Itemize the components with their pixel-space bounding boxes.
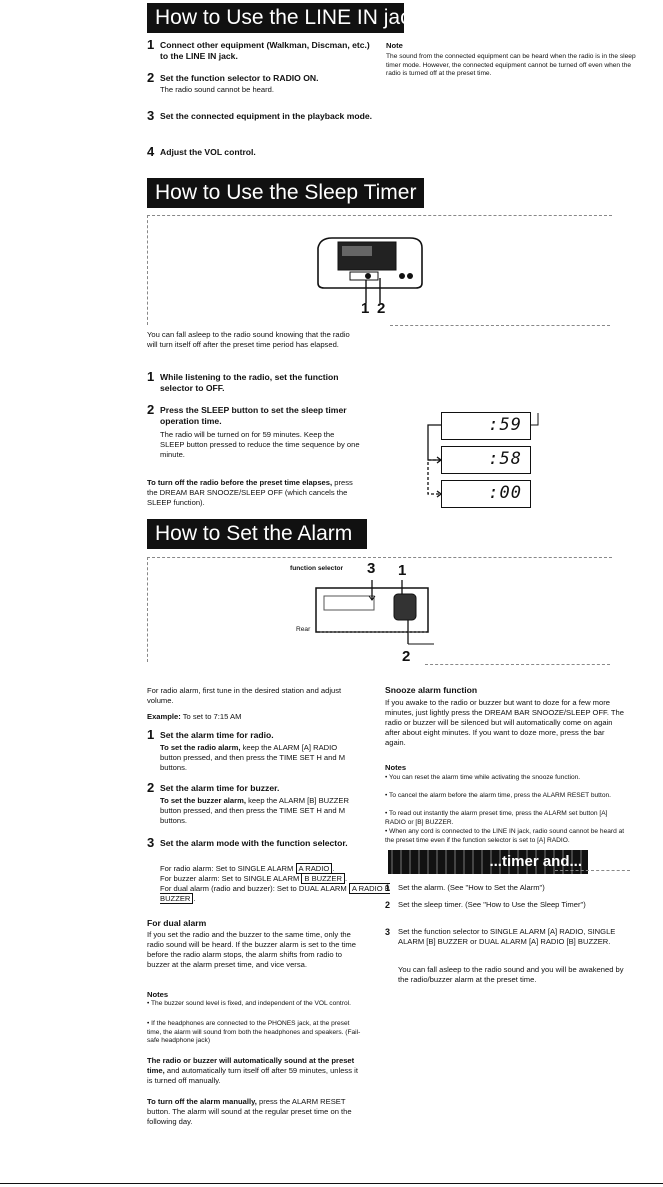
dual-alarm-text: If you set the radio and the buzzer to t… bbox=[147, 930, 356, 969]
line-in-note-title: Note bbox=[386, 41, 403, 50]
callout-1: 1 bbox=[398, 562, 407, 579]
sleep-intro: You can fall asleep to the radio sound k… bbox=[147, 330, 350, 349]
callout-3: 3 bbox=[367, 560, 376, 577]
alarm-notes-title: Notes bbox=[147, 990, 169, 999]
divider bbox=[425, 664, 610, 665]
snooze-note: • When any cord is connected to the LINE… bbox=[385, 828, 625, 844]
combined-heading: ...timer and... bbox=[388, 850, 588, 874]
function-selector-label: function selector bbox=[290, 565, 344, 572]
radio-rear-illustration bbox=[315, 580, 434, 645]
lcd-display: :59 bbox=[441, 412, 531, 440]
snooze-note: • To read out instantly the alarm preset… bbox=[385, 810, 608, 826]
snooze-text: If you awake to the radio or buzzer but … bbox=[385, 698, 625, 747]
radio-front-illustration bbox=[317, 237, 423, 303]
rear-label: Rear bbox=[296, 626, 311, 633]
sequence-arrows bbox=[427, 413, 539, 498]
alarm-note: • The buzzer sound level is fixed, and i… bbox=[147, 1000, 351, 1007]
divider bbox=[147, 557, 612, 558]
sleep-heading: How to Use the Sleep Timer bbox=[147, 178, 424, 208]
manual-off-text: To turn off the alarm manually, press th… bbox=[147, 1097, 352, 1126]
auto-off-text: The radio or buzzer will automatically s… bbox=[147, 1056, 358, 1085]
page-bottom-rule bbox=[0, 1183, 663, 1184]
alarm-heading: How to Set the Alarm bbox=[147, 519, 367, 549]
alarm-intro: For radio alarm, first tune in the desir… bbox=[147, 686, 342, 705]
combined-closing: You can fall asleep to the radio sound a… bbox=[398, 965, 624, 984]
alarm-example: Example: To set to 7:15 AM bbox=[147, 712, 242, 721]
line-in-heading: How to Use the LINE IN jack bbox=[147, 3, 421, 33]
divider bbox=[147, 215, 148, 325]
alarm-note: • If the headphones are connected to the… bbox=[147, 1020, 361, 1044]
snooze-notes-title: Notes bbox=[385, 763, 407, 772]
divider bbox=[147, 215, 612, 216]
line-in-note-text: The sound from the connected equipment c… bbox=[386, 53, 636, 77]
callout-2: 2 bbox=[402, 648, 411, 665]
sleep-turnoff: To turn off the radio before the preset … bbox=[147, 478, 353, 507]
snooze-title: Snooze alarm function bbox=[385, 685, 478, 695]
divider bbox=[147, 557, 148, 662]
callout-1: 1 bbox=[361, 300, 370, 317]
dual-alarm-title: For dual alarm bbox=[147, 918, 207, 928]
divider bbox=[555, 870, 630, 871]
snooze-note: • You can reset the alarm time while act… bbox=[385, 774, 581, 781]
alarm-mode-lines: For radio alarm: Set to SINGLE ALARM A R… bbox=[160, 863, 390, 904]
snooze-note: • To cancel the alarm before the alarm t… bbox=[385, 792, 611, 799]
divider bbox=[390, 325, 610, 326]
callout-2: 2 bbox=[377, 300, 386, 317]
